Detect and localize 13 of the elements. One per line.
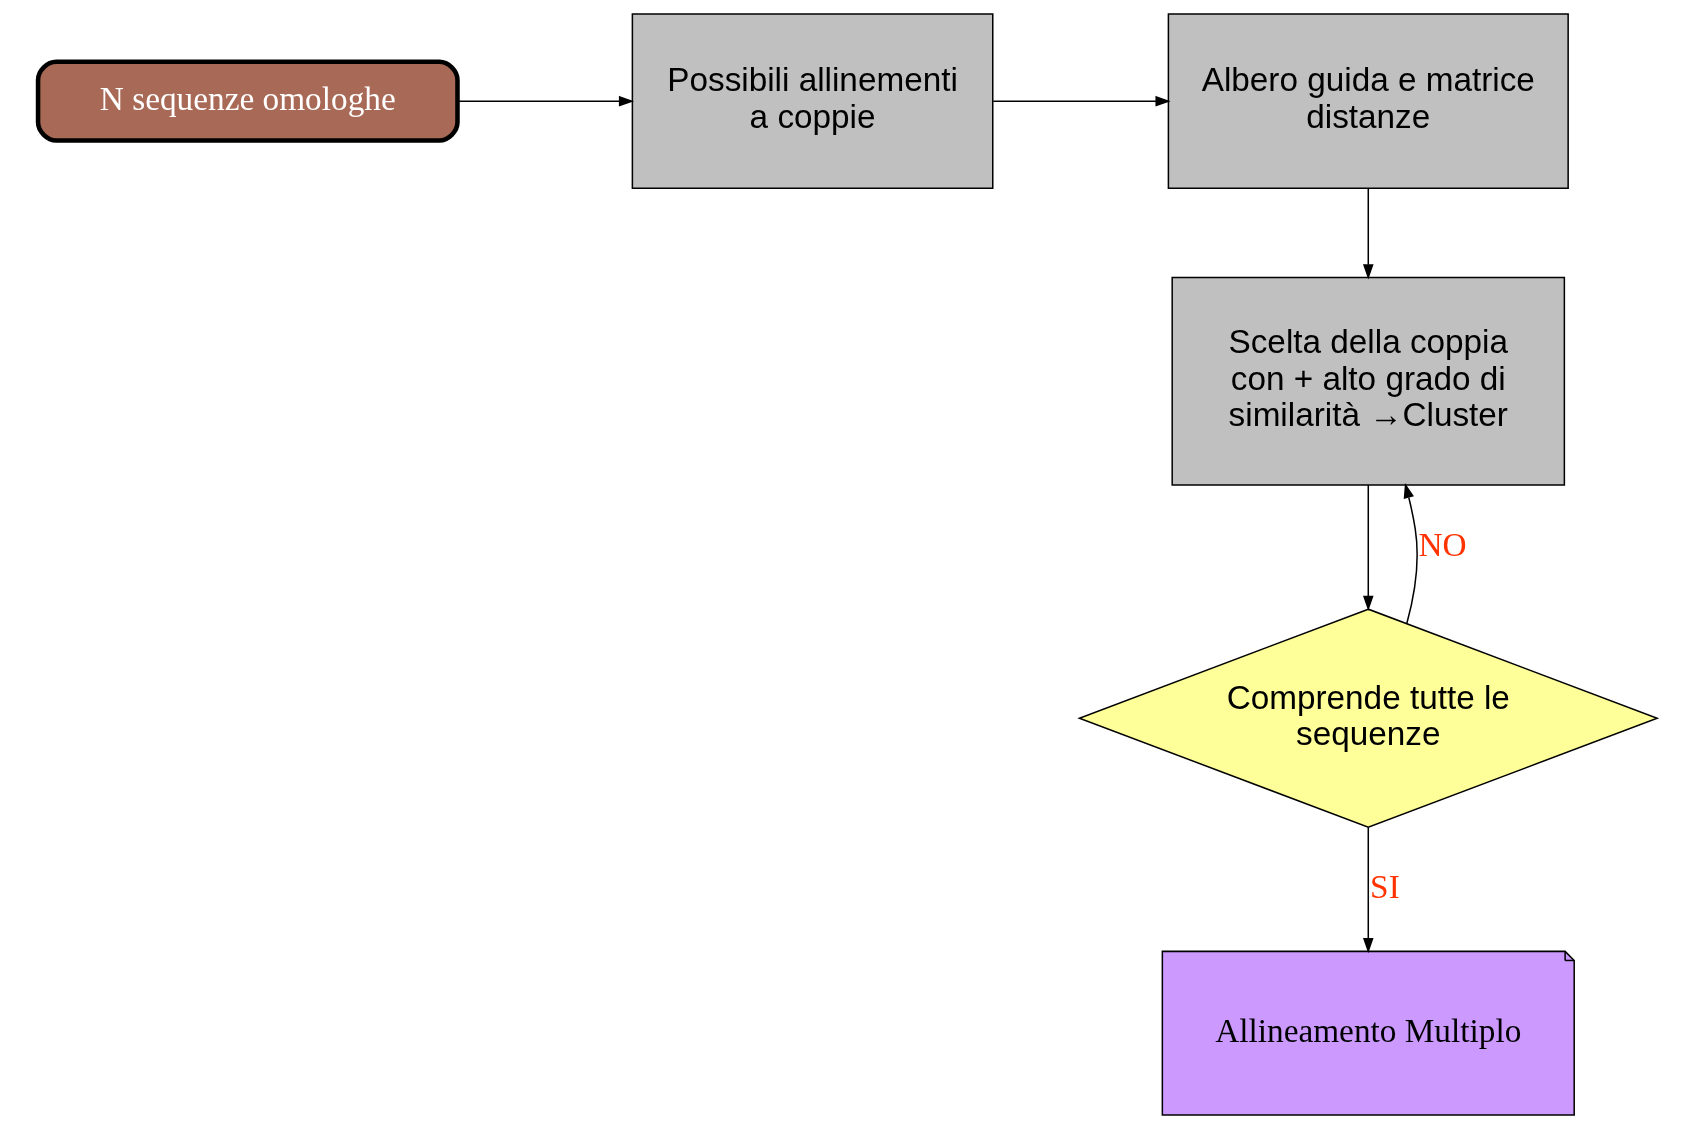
arrow [1362,484,1374,611]
arrow [456,95,634,107]
arrow [1362,188,1374,280]
node-box: Scelta della coppia con + alto grado di similarità →Cluster [1170,276,1565,486]
node-diamond: Comprende tutte le sequenze [1076,608,1659,828]
node-box: Possibili allinementi a coppie [631,13,993,189]
edge-label: SI [1369,867,1400,905]
arrow [992,95,1171,107]
arrow [1403,483,1418,625]
arrow [1362,826,1374,954]
edge-label: NO [1417,525,1467,563]
node-box: Albero guida e matrice distanze [1167,13,1569,189]
node-box: N sequenze omologhe [35,59,460,143]
